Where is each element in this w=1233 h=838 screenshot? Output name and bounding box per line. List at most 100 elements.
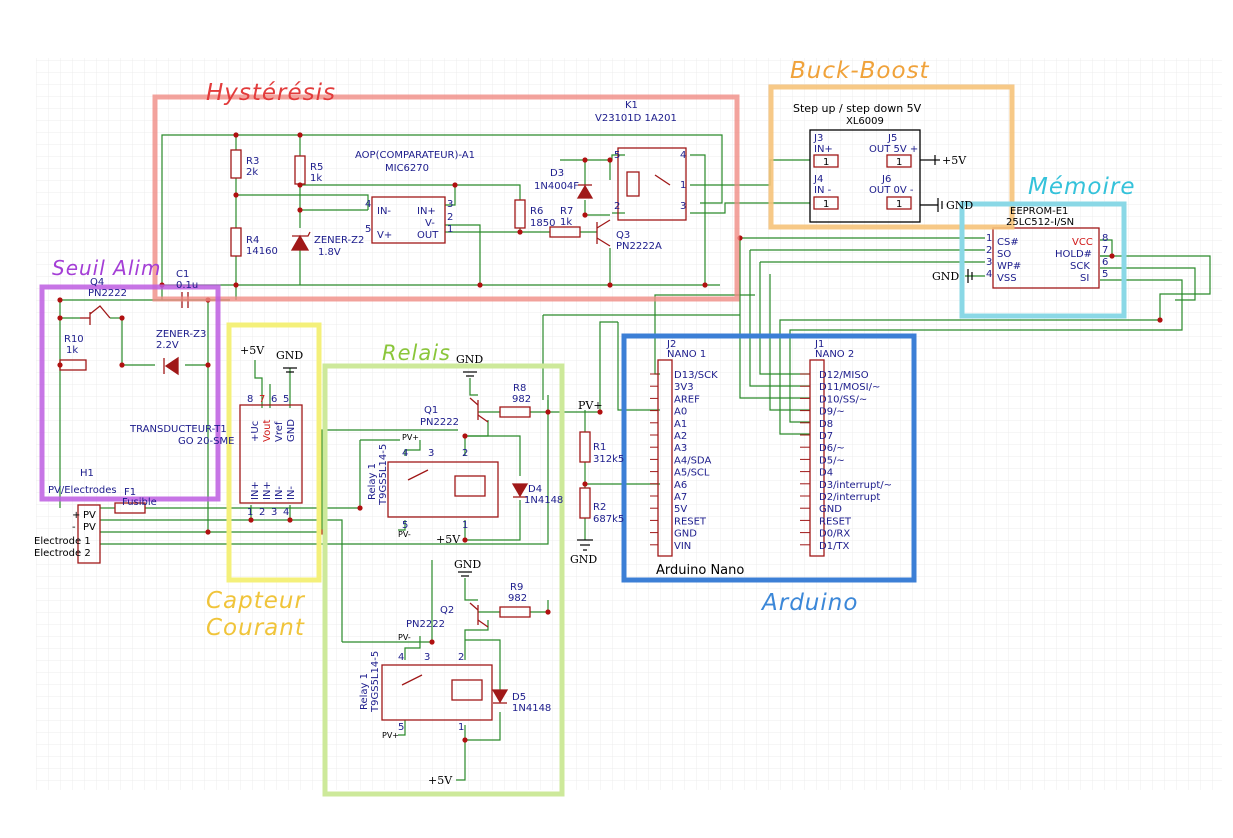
frame-buck-boost	[768, 84, 1015, 230]
eeprom-body	[992, 227, 1100, 289]
capteur-pin-gnd: GND	[286, 419, 297, 442]
annotation-arduino: Arduino	[760, 590, 858, 616]
r6-symbol	[514, 199, 526, 229]
q4-value: PN2222	[88, 288, 127, 299]
j2-value: NANO 1	[667, 349, 706, 360]
aop-pin-out: OUT	[417, 230, 439, 241]
nano1-pin-label: A2	[674, 431, 687, 442]
junction-node	[477, 282, 483, 288]
h1-pin-pv-plus: PV	[83, 510, 96, 521]
q1-ref: Q1	[424, 405, 438, 416]
nano2-pin-label: D3/interrupt/~	[819, 480, 892, 491]
r2-value: 687k5	[593, 514, 624, 525]
nano2-pin-label: D4	[819, 468, 833, 479]
nano1-pin-label: A0	[674, 407, 687, 418]
junction-node	[545, 409, 551, 415]
relay1-pv-plus: PV+	[402, 433, 419, 442]
eeprom-num-1: 1	[986, 233, 992, 244]
nano1-pin-label: 5V	[674, 504, 687, 515]
frame-seuil-alim	[39, 284, 221, 502]
r1-ref: R1	[593, 442, 606, 453]
r5-ref: R5	[310, 162, 323, 173]
junctions	[57, 132, 1163, 743]
q3-ref: Q3	[616, 230, 630, 241]
annotation-hysteresis: Hystérésis	[206, 80, 336, 106]
relay1-ref: Relay 1	[367, 463, 378, 500]
junction-node	[1157, 317, 1163, 323]
r10-ref: R10	[64, 334, 84, 345]
nano2-pin-label: RESET	[819, 516, 852, 527]
junction-node	[233, 192, 239, 198]
d5-symbol	[491, 689, 509, 704]
relay1-pin-3: 3	[428, 448, 434, 459]
junction-node	[57, 297, 63, 303]
r4-ref: R4	[246, 235, 259, 246]
junction-node	[452, 182, 458, 188]
eeprom-num-2: 2	[986, 245, 992, 256]
junction-node	[119, 362, 125, 368]
j5-ref: J5	[887, 133, 897, 144]
d4-value: 1N4148	[524, 495, 563, 506]
nano1-pin-label: AREF	[674, 394, 700, 405]
j5-pin: OUT 5V +	[869, 144, 918, 155]
eeprom-num-6: 6	[1102, 257, 1108, 268]
nano1-pin-label: RESET	[674, 516, 707, 527]
eeprom-gnd: GND	[932, 270, 959, 283]
eeprom-pin-si: SI	[1080, 273, 1089, 284]
nano2-pin-label: D1/TX	[819, 541, 850, 552]
j4-num: 1	[823, 199, 829, 210]
relais2-gnd: GND	[454, 558, 481, 571]
aop-pin-v-minus: V-	[425, 218, 435, 229]
capteur-pin-vout: Vout	[262, 419, 273, 442]
nano2-pin-label: D5/~	[819, 455, 845, 466]
section-frames	[39, 84, 1127, 797]
capteur-pin-vref: Vref	[274, 421, 285, 442]
relay2-ref: Relay 1	[359, 673, 370, 710]
divider-gnd: GND	[570, 553, 597, 566]
capteur-num-2: 2	[259, 507, 265, 518]
eeprom-pin-sck: SCK	[1070, 261, 1090, 272]
j6-num: 1	[896, 199, 902, 210]
junction-node	[357, 505, 363, 511]
capteur-num-3: 3	[271, 507, 277, 518]
j3-num: 1	[823, 157, 829, 168]
annotation-memoire: Mémoire	[1028, 174, 1135, 200]
j6-ref: J6	[881, 174, 891, 185]
junction-node	[297, 182, 303, 188]
zener-z2-ref: ZENER-Z2	[314, 235, 364, 246]
r7-symbol	[549, 226, 581, 238]
eeprom-pin-vcc: VCC	[1072, 237, 1093, 248]
eeprom-value: 25LC512-I/SN	[1006, 217, 1074, 228]
r8-value: 982	[512, 394, 531, 405]
nano1-pin-list: D13/SCK3V3AREFA0A1A2A3A4/SDAA5/SCLA6A75V…	[650, 370, 718, 552]
relay2-pin-3: 3	[424, 652, 430, 663]
aop-ref: AOP(COMPARATEUR)-A1	[355, 150, 475, 161]
d4-symbol	[511, 483, 529, 498]
k1-pin-4: 4	[680, 150, 686, 161]
eeprom-pin-wp: WP#	[997, 261, 1021, 272]
eeprom-num-4: 4	[986, 269, 992, 280]
capteur-plus5v: +5V	[240, 344, 265, 357]
junction-node	[57, 315, 63, 321]
junction-node	[597, 409, 603, 415]
h1-pin-electrode2: Electrode 2	[34, 548, 91, 559]
capteur-pin-in2: IN+	[262, 481, 273, 500]
r10-value: 1k	[66, 345, 78, 356]
eeprom-num-7: 7	[1102, 245, 1108, 256]
junction-node	[297, 207, 303, 213]
junction-node	[462, 433, 468, 439]
j1-ref: J1	[814, 339, 824, 350]
relay1-pin-1: 1	[462, 520, 468, 531]
transducteur-body	[239, 404, 303, 504]
zener-z2-symbol	[290, 234, 310, 251]
aop-value: MIC6270	[385, 163, 429, 174]
r4-value: 14160	[246, 246, 278, 257]
j1-value: NANO 2	[815, 349, 854, 360]
j3-pin: IN+	[814, 144, 833, 155]
q2-ref: Q2	[440, 605, 454, 616]
h1-sign-plus: +	[72, 510, 80, 521]
relais1-gnd: GND	[456, 353, 483, 366]
nano2-pin-label: D7	[819, 431, 833, 442]
junction-node	[462, 737, 468, 743]
r6-value: 1850	[530, 218, 555, 229]
